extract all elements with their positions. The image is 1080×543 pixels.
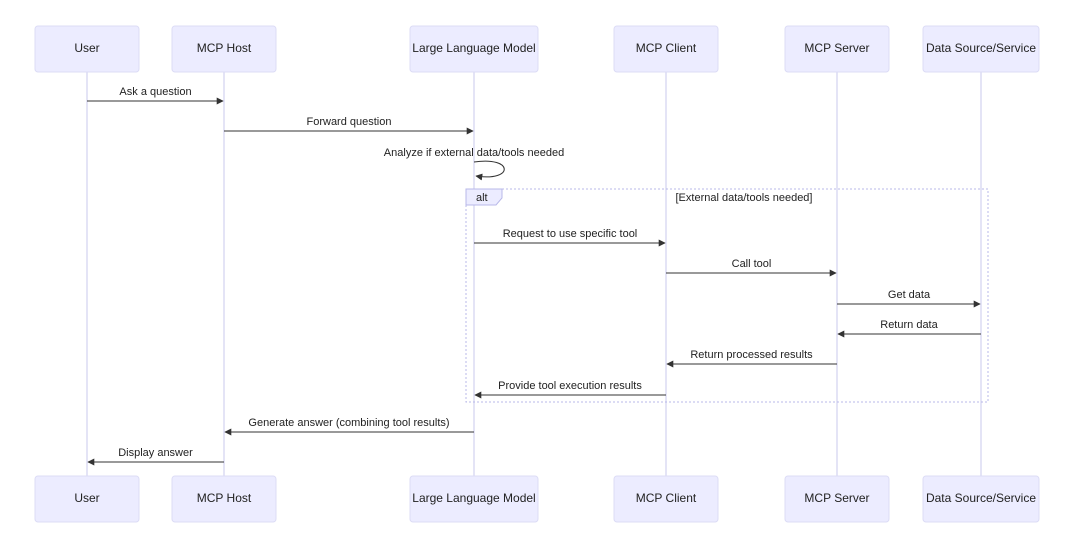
message-label: Get data	[888, 289, 931, 301]
participant-label: User	[74, 491, 99, 505]
participant-box	[171, 475, 277, 523]
participant-label: Data Source/Service	[926, 491, 1036, 505]
participant-host-top: MCP Host	[171, 25, 277, 73]
participant-label: Large Language Model	[412, 41, 535, 55]
participant-server-bottom: MCP Server	[784, 475, 890, 523]
participant-server-top: MCP Server	[784, 25, 890, 73]
participant-llm-top: Large Language Model	[409, 25, 539, 73]
participant-host-bottom: MCP Host	[171, 475, 277, 523]
message-10: Generate answer (combining tool results)	[224, 417, 474, 436]
message-label: Call tool	[732, 258, 772, 270]
message-4: Request to use specific tool	[474, 228, 666, 247]
participant-box	[409, 25, 539, 73]
message-8: Return processed results	[666, 349, 837, 368]
message-arrow	[473, 160, 505, 181]
message-label: Provide tool execution results	[498, 380, 642, 392]
participant-label: Data Source/Service	[926, 41, 1036, 55]
message-label: Return data	[880, 319, 938, 331]
message-label: Forward question	[307, 116, 392, 128]
actors-top-row: User MCP Host Large Language Model MCP Clie…	[34, 25, 1040, 73]
participant-box	[922, 475, 1040, 523]
participant-user-top: User	[34, 25, 140, 73]
participant-label: MCP Host	[197, 491, 252, 505]
participant-box	[613, 25, 719, 73]
participant-label: User	[74, 41, 99, 55]
message-label: Request to use specific tool	[503, 228, 638, 240]
participant-source-top: Data Source/Service	[922, 25, 1040, 73]
participant-label: MCP Client	[636, 41, 697, 55]
participant-label: MCP Host	[197, 41, 252, 55]
actors-bottom-row: User MCP Host Large Language Model MCP Clie…	[34, 475, 1040, 523]
participant-label: MCP Server	[804, 491, 869, 505]
message-9: Provide tool execution results	[474, 380, 666, 399]
participant-user-bottom: User	[34, 475, 140, 523]
participant-box	[409, 475, 539, 523]
message-3: Analyze if external data/tools needed	[384, 147, 564, 181]
participant-box	[784, 475, 890, 523]
message-label: Display answer	[118, 447, 193, 459]
alt-frame: alt [External data/tools needed]	[465, 188, 989, 403]
participant-box	[784, 25, 890, 73]
message-label: Ask a question	[119, 86, 191, 98]
participant-box	[613, 475, 719, 523]
lifelines	[86, 72, 982, 476]
participant-client-top: MCP Client	[613, 25, 719, 73]
participant-box	[922, 25, 1040, 73]
participant-llm-bottom: Large Language Model	[409, 475, 539, 523]
message-7: Return data	[837, 319, 981, 338]
participant-box	[171, 25, 277, 73]
participant-label: Large Language Model	[412, 491, 535, 505]
participant-box	[34, 475, 140, 523]
message-label: Analyze if external data/tools needed	[384, 147, 564, 159]
participant-client-bottom: MCP Client	[613, 475, 719, 523]
message-6: Get data	[837, 289, 981, 308]
participant-label: MCP Server	[804, 41, 869, 55]
alt-frame-condition: [External data/tools needed]	[676, 192, 813, 204]
message-5: Call tool	[666, 258, 837, 277]
alt-frame-border	[465, 188, 989, 403]
participant-source-bottom: Data Source/Service	[922, 475, 1040, 523]
message-1: Ask a question	[87, 86, 224, 105]
message-label: Generate answer (combining tool results)	[248, 417, 449, 429]
message-label: Return processed results	[690, 349, 813, 361]
participant-label: MCP Client	[636, 491, 697, 505]
message-2: Forward question	[224, 116, 474, 135]
alt-frame-keyword: alt	[476, 192, 488, 204]
participant-box	[34, 25, 140, 73]
alt-frame-tag	[465, 188, 503, 206]
message-11: Display answer	[87, 447, 224, 466]
